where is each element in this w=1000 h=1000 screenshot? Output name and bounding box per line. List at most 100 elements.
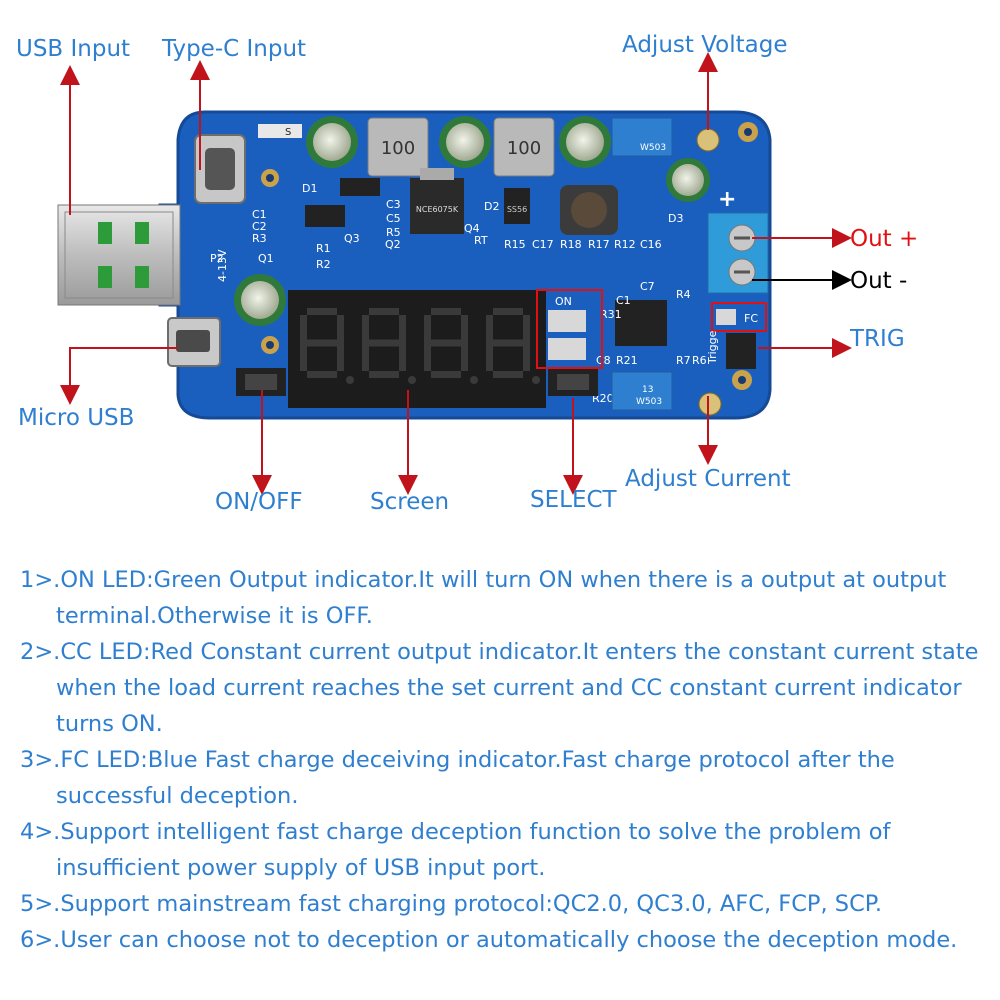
svg-text:R12: R12 — [614, 238, 636, 251]
svg-text:Trigge: Trigge — [706, 330, 719, 365]
display-segment — [493, 371, 523, 378]
svg-text:4-13V: 4-13V — [216, 249, 229, 282]
svg-text:P2: P2 — [210, 252, 224, 265]
feature-notes: 1>.ON LED:Green Output indicator.It will… — [20, 562, 985, 958]
svg-text:R7: R7 — [676, 354, 691, 367]
display-segment — [493, 339, 523, 347]
svg-text:C1: C1 — [616, 294, 631, 307]
svg-text:C3: C3 — [386, 198, 401, 211]
svg-text:W503: W503 — [640, 143, 666, 153]
svg-text:R21: R21 — [616, 354, 638, 367]
svg-text:Q2: Q2 — [385, 238, 401, 251]
svg-text:C1: C1 — [252, 208, 267, 221]
label-out-minus: Out - — [850, 268, 908, 294]
note-item: 3>.FC LED:Blue Fast charge deceiving ind… — [20, 747, 895, 809]
svg-text:FC: FC — [744, 312, 758, 325]
display-segment — [300, 343, 307, 371]
display-segment — [461, 315, 468, 343]
display-decimal-point — [532, 376, 540, 384]
svg-text:D1: D1 — [302, 182, 317, 195]
voltage-pot — [611, 117, 673, 157]
svg-text:R1: R1 — [316, 242, 331, 255]
display-segment — [337, 343, 344, 371]
label-screen: Screen — [370, 489, 450, 515]
inductor — [367, 117, 429, 177]
display-segment — [369, 371, 399, 378]
label-trig: TRIG — [850, 326, 905, 352]
svg-text:C17: C17 — [532, 238, 554, 251]
callout-arrows — [60, 52, 852, 495]
svg-text:R6: R6 — [692, 354, 707, 367]
display-segment — [424, 315, 431, 343]
display-segment — [300, 315, 307, 343]
svg-text:R18: R18 — [560, 238, 582, 251]
display-segment — [431, 371, 461, 378]
svg-text:S: S — [285, 127, 291, 138]
svg-text:D3: D3 — [668, 212, 683, 225]
display-segment — [369, 308, 399, 315]
display-decimal-point — [346, 376, 354, 384]
display-segment — [307, 371, 337, 378]
note-item: 5>.Support mainstream fast charging prot… — [20, 891, 882, 917]
diode — [504, 188, 530, 224]
current-pot — [611, 371, 673, 411]
on-cc-led-box — [536, 289, 603, 369]
display-segment — [362, 343, 369, 371]
display-segment — [461, 343, 468, 371]
note-item: 6>.User can choose not to deception or a… — [20, 927, 958, 953]
svg-text:RT: RT — [474, 234, 488, 247]
svg-text:R5: R5 — [386, 226, 401, 239]
label-select: SELECT — [530, 487, 617, 513]
display-segment — [431, 339, 461, 347]
svg-text:+: + — [718, 187, 736, 212]
arrow-micro-usb — [60, 347, 178, 405]
svg-text:NCE6075K: NCE6075K — [416, 205, 459, 214]
svg-text:100: 100 — [507, 138, 541, 159]
display-segment — [307, 339, 337, 347]
svg-text:ON: ON — [555, 295, 572, 308]
svg-text:R17: R17 — [588, 238, 610, 251]
svg-text:Q3: Q3 — [344, 232, 360, 245]
display-segment — [362, 315, 369, 343]
svg-text:C5: C5 — [386, 212, 401, 225]
svg-text:C16: C16 — [640, 238, 662, 251]
svg-text:R4: R4 — [676, 288, 691, 301]
display-segment — [523, 315, 530, 343]
svg-text:R15: R15 — [504, 238, 526, 251]
svg-text:D2: D2 — [484, 200, 499, 213]
svg-text:C7: C7 — [640, 280, 655, 293]
trigger-jumper — [726, 333, 756, 369]
label-type-c-input: Type-C Input — [162, 36, 307, 62]
display-decimal-point — [408, 376, 416, 384]
display-segment — [486, 315, 493, 343]
svg-text:13: 13 — [642, 385, 653, 395]
display-decimal-point — [470, 376, 478, 384]
label-out-plus: Out + — [850, 226, 919, 252]
svg-text:W503: W503 — [636, 397, 662, 407]
label-micro-usb: Micro USB — [18, 405, 135, 431]
display-segment — [399, 343, 406, 371]
display-segment — [399, 315, 406, 343]
label-usb-input: USB Input — [16, 36, 131, 62]
label-adjust-current: Adjust Current — [625, 466, 791, 492]
svg-text:SS56: SS56 — [507, 205, 527, 214]
svg-text:C2: C2 — [252, 220, 267, 233]
seven-segment-display — [288, 290, 546, 408]
display-segment — [369, 339, 399, 347]
svg-text:Q1: Q1 — [258, 252, 274, 265]
capacitors — [234, 116, 710, 326]
label-on-off: ON/OFF — [215, 489, 303, 515]
usb-a-plug — [57, 204, 181, 306]
display-segment — [337, 315, 344, 343]
display-segment — [523, 343, 530, 371]
svg-text:C8: C8 — [596, 354, 611, 367]
mosfet — [410, 178, 464, 234]
svg-text:100: 100 — [381, 138, 415, 159]
note-item: 4>.Support intelligent fast charge decep… — [20, 819, 891, 881]
inductor — [493, 117, 555, 177]
display-segment — [493, 308, 523, 315]
display-segment — [307, 308, 337, 315]
display-segment — [424, 343, 431, 371]
display-segment — [431, 308, 461, 315]
svg-text:R3: R3 — [252, 232, 267, 245]
